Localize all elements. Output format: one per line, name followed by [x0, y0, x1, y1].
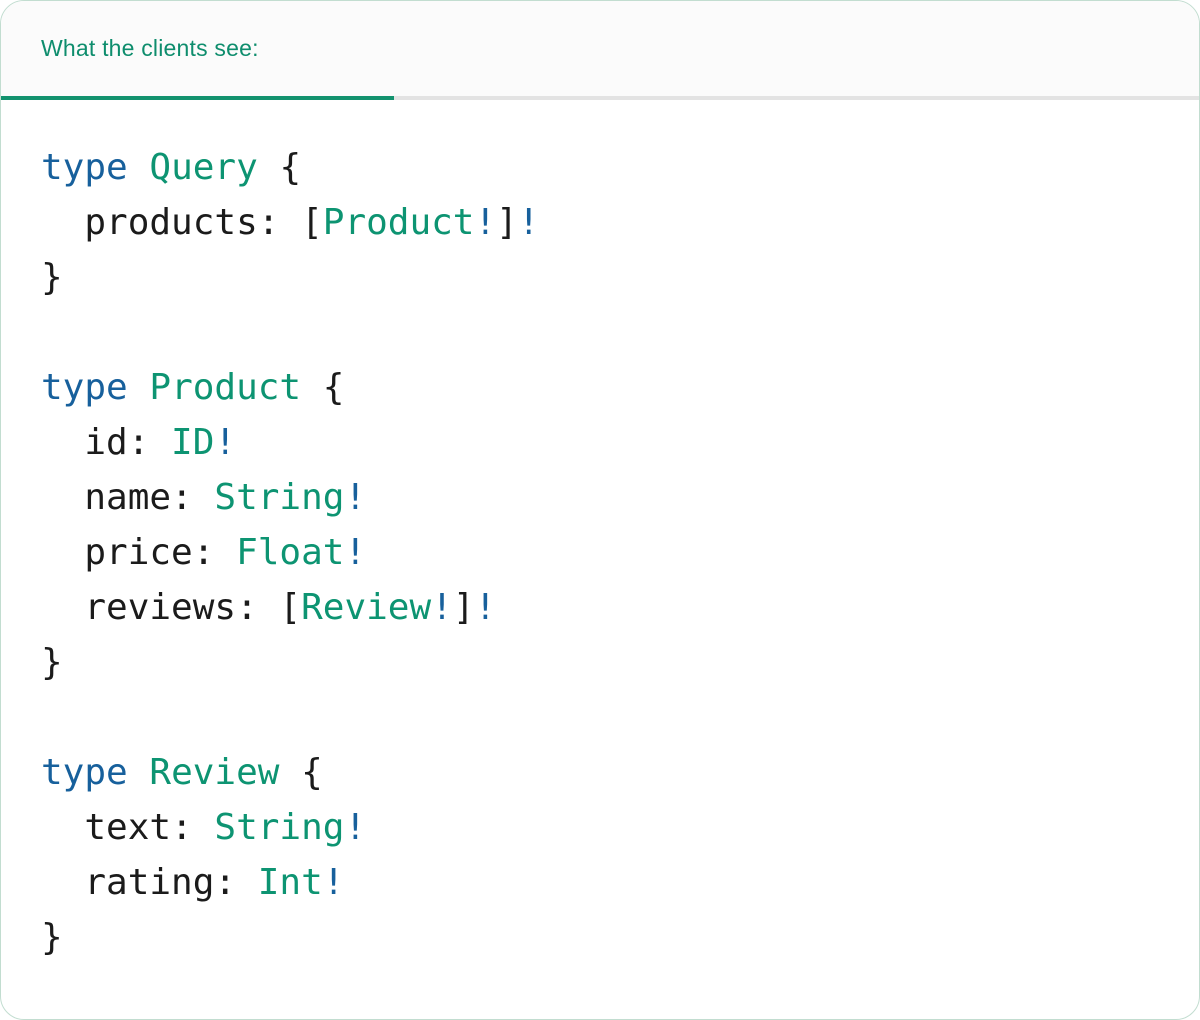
code-token-plain: }: [41, 642, 63, 683]
code-token-bang: !: [322, 862, 345, 903]
code-line: text: String!: [41, 800, 1159, 855]
code-token-keyword: type: [41, 367, 128, 408]
code-token-plain: }: [41, 917, 63, 958]
code-token-bang: !: [474, 202, 497, 243]
code-token-bang: !: [344, 532, 367, 573]
code-token-typename: Review: [149, 752, 280, 793]
code-token-plain: [128, 752, 150, 793]
code-token-bang: !: [517, 202, 540, 243]
code-token-keyword: type: [41, 147, 128, 188]
code-token-plain: reviews: [: [41, 587, 302, 628]
code-line: }: [41, 910, 1159, 965]
code-token-plain: name:: [41, 477, 215, 518]
code-token-plain: text:: [41, 807, 215, 848]
code-token-bang: !: [431, 587, 453, 628]
code-token-typename: Query: [149, 147, 258, 188]
code-line: type Product {: [41, 360, 1159, 415]
code-token-typename: Product: [149, 367, 302, 408]
code-line: type Review {: [41, 745, 1159, 800]
tab-underline-track: [1, 96, 1199, 100]
code-token-typename: String: [214, 807, 345, 848]
code-token-typename: String: [214, 477, 345, 518]
code-line: products: [Product!]!: [41, 195, 1159, 250]
code-token-plain: {: [301, 367, 345, 408]
tab-what-clients-see[interactable]: What the clients see:: [41, 35, 259, 61]
code-token-keyword: type: [41, 752, 128, 793]
code-token-plain: {: [279, 752, 323, 793]
code-token-typename: Review: [301, 587, 432, 628]
code-line: [41, 690, 1159, 745]
code-line: }: [41, 635, 1159, 690]
code-line: rating: Int!: [41, 855, 1159, 910]
code-token-typename: Product: [322, 202, 475, 243]
code-token-plain: [128, 147, 150, 188]
code-line: }: [41, 250, 1159, 305]
code-token-plain: rating:: [41, 862, 258, 903]
code-token-typename: Float: [236, 532, 345, 573]
code-token-plain: {: [257, 147, 302, 188]
code-token-plain: products: [: [41, 202, 323, 243]
code-block: type Query { products: [Product!]!} type…: [1, 100, 1199, 965]
code-line: type Query {: [41, 140, 1159, 195]
code-line: reviews: [Review!]!: [41, 580, 1159, 635]
code-token-plain: ]: [452, 587, 475, 628]
code-token-plain: id:: [41, 422, 172, 463]
code-line: name: String!: [41, 470, 1159, 525]
code-token-plain: ]: [496, 202, 518, 243]
code-line: [41, 305, 1159, 360]
tab-bar: What the clients see:: [1, 1, 1199, 96]
code-token-bang: !: [344, 807, 367, 848]
code-token-bang: !: [214, 422, 237, 463]
code-token-plain: }: [41, 257, 63, 298]
code-token-bang: !: [474, 587, 497, 628]
active-tab-indicator: [1, 96, 394, 100]
code-token-typename: Int: [257, 862, 323, 903]
code-token-plain: price:: [41, 532, 237, 573]
code-token-plain: [128, 367, 150, 408]
code-token-bang: !: [344, 477, 367, 518]
code-token-typename: ID: [171, 422, 215, 463]
code-line: price: Float!: [41, 525, 1159, 580]
code-line: id: ID!: [41, 415, 1159, 470]
